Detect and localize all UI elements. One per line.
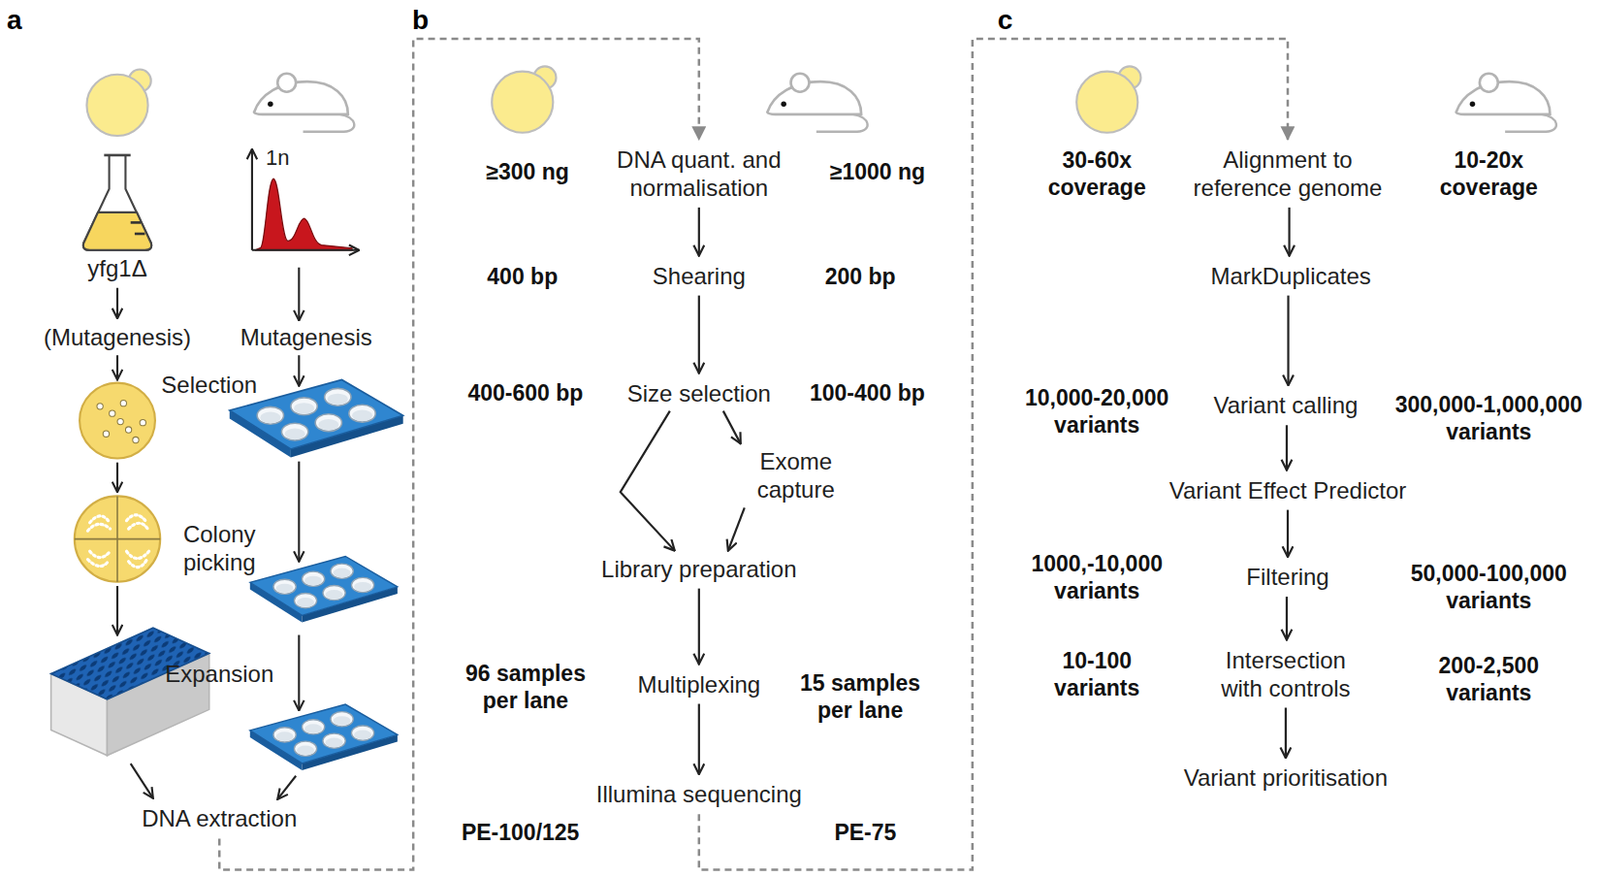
annotation: 200-2,500 variants <box>1428 651 1550 706</box>
annotation: Selection <box>160 370 257 399</box>
step-text: Variant calling <box>1213 390 1358 419</box>
flow-step: Library preparation <box>601 554 797 583</box>
step-text: Exome capture <box>733 447 860 504</box>
yeast-icon <box>86 69 151 136</box>
step-text: Filtering <box>1246 562 1329 591</box>
step-text: Variant Effect Predictor <box>1169 476 1408 505</box>
annotation: 10,000-20,000 variants <box>1012 384 1183 439</box>
step-text: Size selection <box>627 379 771 408</box>
annotation: 50,000-100,000 variants <box>1399 559 1579 614</box>
annotation: 400-600 bp <box>467 379 583 407</box>
step-text: DNA quant. and normalisation <box>594 145 803 202</box>
flow-arrow <box>620 411 675 551</box>
flow-arrow <box>698 295 701 374</box>
annotation: 400 bp <box>486 262 558 290</box>
flow-arrow <box>1286 510 1289 557</box>
annotation: ≥1000 ng <box>830 158 926 186</box>
flow-step: MarkDuplicates <box>1210 261 1371 290</box>
flow-arrow <box>1285 424 1288 470</box>
annotation: 300,000-1,000,000 variants <box>1384 390 1594 446</box>
flow-arrow <box>698 588 701 665</box>
deep-well-block <box>51 627 210 756</box>
step-text: MarkDuplicates <box>1210 261 1371 290</box>
flow-arrow <box>1285 596 1288 640</box>
annotation: (Mutagenesis) <box>43 322 192 352</box>
step-text: DNA extraction <box>141 803 297 832</box>
annotation: ≥300 ng <box>485 158 570 186</box>
flow-arrow <box>723 411 741 445</box>
panel-letter: b <box>412 4 429 36</box>
flow-step: Variant prioritisation <box>1184 763 1388 792</box>
flow-step: Shearing <box>652 261 746 290</box>
step-text: Alignment to reference genome <box>1178 145 1397 202</box>
annotation: 1n <box>265 145 289 171</box>
yeast-icon <box>1076 65 1141 132</box>
flow-arrow <box>698 207 701 256</box>
flow-arrow <box>1287 207 1290 256</box>
step-text: Shearing <box>652 261 746 290</box>
step-text: Library preparation <box>601 554 797 583</box>
annotation: PE-100/125 <box>461 818 579 846</box>
flow-step: Multiplexing <box>637 670 761 699</box>
flow-arrow <box>1284 707 1287 759</box>
step-text: Illumina sequencing <box>596 779 802 808</box>
annotation: yfg1Δ <box>87 254 147 283</box>
dashed-connector <box>699 38 1288 870</box>
step-text: Intersection with controls <box>1213 645 1359 703</box>
annotation: 30-60x coverage <box>1036 146 1158 201</box>
annotation: 200 bp <box>825 262 896 290</box>
mouse-icon <box>254 73 354 132</box>
annotation: Expansion <box>164 659 274 688</box>
annotation: 1000,-10,000 variants <box>1019 549 1175 605</box>
flow-step: DNA quant. and normalisation <box>594 145 803 202</box>
flow-arrow <box>1286 295 1289 386</box>
annotation: 96 samples per lane <box>454 659 596 714</box>
flow-step: Variant calling <box>1213 390 1358 419</box>
flow-step: Filtering <box>1246 562 1329 591</box>
flow-step: Alignment to reference genome <box>1178 145 1397 202</box>
flow-step: Size selection <box>627 379 771 408</box>
flow-arrow <box>698 704 701 775</box>
flow-step: DNA extraction <box>141 803 297 832</box>
yeast-icon <box>491 65 556 132</box>
flow-step: Variant Effect Predictor <box>1169 476 1408 505</box>
six-well-plate <box>250 704 398 770</box>
step-text: Variant prioritisation <box>1184 763 1388 792</box>
flow-step: Exome capture <box>733 447 860 504</box>
petri-dish <box>79 383 156 459</box>
flow-step: Illumina sequencing <box>596 779 802 808</box>
annotation: 100-400 bp <box>809 379 926 407</box>
annotation: Mutagenesis <box>240 322 373 352</box>
six-well-plate <box>250 556 398 623</box>
mouse-icon <box>767 73 867 132</box>
flow-arrow <box>728 507 745 550</box>
annotation: Colony picking <box>170 519 268 576</box>
step-text: Multiplexing <box>637 670 761 699</box>
mouse-icon <box>1456 73 1557 132</box>
annotation: 10-20x coverage <box>1428 146 1550 201</box>
flow-step: Intersection with controls <box>1213 645 1359 703</box>
streak-plate <box>74 495 160 581</box>
annotation: 15 samples per lane <box>790 669 931 724</box>
annotation: PE-75 <box>833 818 896 846</box>
panel-letter: a <box>6 4 23 36</box>
panel-letter: c <box>997 4 1014 36</box>
flask <box>83 155 152 251</box>
annotation: 10-100 variants <box>1038 646 1155 702</box>
